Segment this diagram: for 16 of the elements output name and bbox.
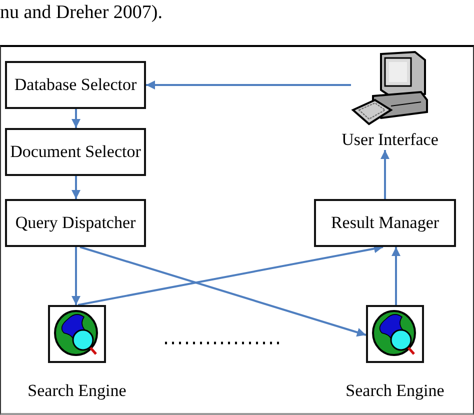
arrow: [78, 244, 384, 306]
arrow: [72, 109, 80, 128]
process-box: Document Selector: [5, 128, 146, 176]
arrow: [72, 176, 80, 199]
citation-text: nu and Dreher 2007).: [0, 2, 163, 24]
node-label: Search Engine: [28, 381, 126, 401]
arrow: [80, 246, 366, 337]
process-box: Database Selector: [5, 61, 146, 109]
arrow: [380, 150, 390, 199]
node-label: User Interface: [342, 130, 438, 150]
process-box: Result Manager: [314, 199, 456, 247]
arrow: [392, 247, 400, 305]
node-label: Search Engine: [346, 381, 444, 401]
arrow: [72, 247, 80, 305]
process-box: Query Dispatcher: [5, 199, 146, 247]
arrow: [146, 80, 351, 90]
